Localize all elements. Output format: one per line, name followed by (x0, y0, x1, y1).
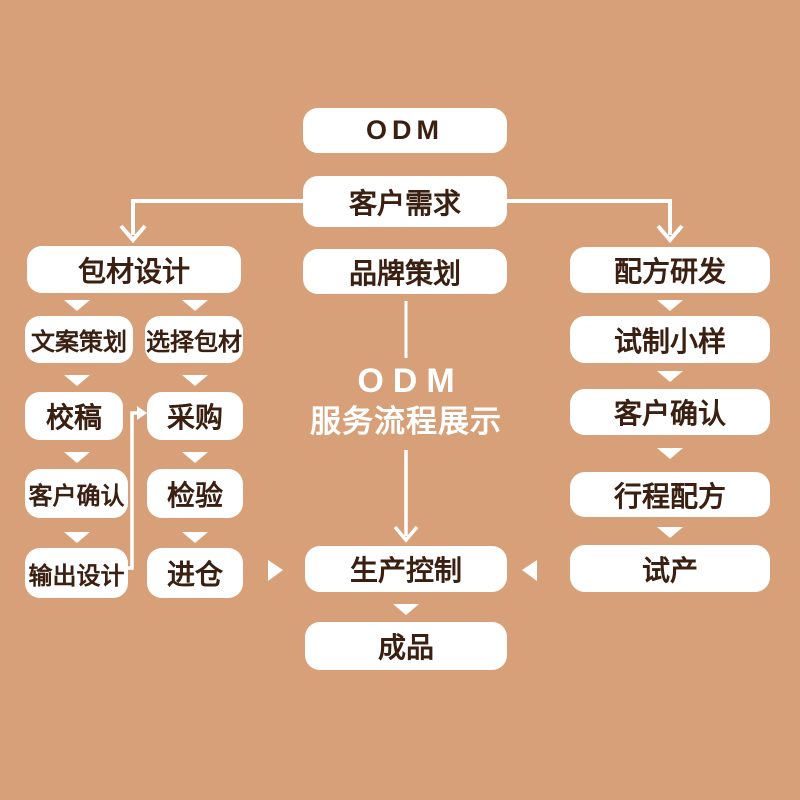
node-warehousing: 进仓 (147, 548, 243, 598)
node-select-packaging: 选择包材 (145, 316, 243, 363)
chevron-down-icon (657, 371, 683, 382)
arrow-down-icon (119, 224, 147, 244)
connector-output-to-purchasing (127, 406, 147, 570)
node-customer-confirm-left: 客户确认 (25, 469, 128, 518)
chevron-down-icon (64, 532, 90, 543)
node-customer-confirm-right: 客户确认 (570, 389, 770, 435)
chevron-down-icon (657, 300, 683, 311)
node-copy-planning: 文案策划 (25, 316, 133, 363)
chevron-down-icon (182, 532, 208, 543)
chevron-down-icon (182, 300, 208, 311)
diagram-title-line2: 服务流程展示 (310, 403, 502, 439)
arrow-left-icon (522, 560, 537, 581)
diagram-title: ODM 服务流程展示 (276, 360, 536, 441)
chevron-down-icon (657, 448, 683, 459)
node-packaging-design: 包材设计 (27, 246, 241, 293)
node-purchasing: 采购 (147, 392, 243, 440)
chevron-down-icon (64, 300, 90, 311)
node-customer-needs: 客户需求 (303, 176, 507, 227)
node-production-control: 生产控制 (305, 546, 507, 592)
node-trial-sample: 试制小样 (570, 316, 770, 363)
node-inspection: 检验 (147, 469, 243, 518)
connector-customer-to-packaging (119, 199, 303, 244)
node-schedule-formula: 行程配方 (570, 472, 770, 517)
arrow-down-icon (656, 224, 684, 244)
node-proofreading: 校稿 (25, 392, 123, 440)
chevron-down-icon (657, 527, 683, 538)
chevron-down-icon (182, 375, 208, 386)
arrow-down-icon (393, 525, 419, 543)
arrow-right-icon (268, 560, 283, 581)
diagram-title-line1: ODM (357, 362, 464, 400)
chevron-down-icon (64, 375, 90, 386)
node-brand-planning: 品牌策划 (303, 249, 507, 294)
node-formula-rd: 配方研发 (570, 247, 770, 293)
chevron-down-icon (64, 452, 90, 463)
node-trial-production: 试产 (570, 545, 770, 592)
node-finished-product: 成品 (305, 622, 507, 670)
chevron-down-icon (182, 452, 208, 463)
connector-customer-to-formula (507, 199, 684, 244)
arrow-right-icon (137, 406, 147, 420)
connector-title-to-production (393, 450, 419, 543)
chevron-down-icon (393, 604, 419, 615)
node-odm: ODM (303, 108, 507, 153)
node-output-design: 输出设计 (25, 548, 128, 598)
